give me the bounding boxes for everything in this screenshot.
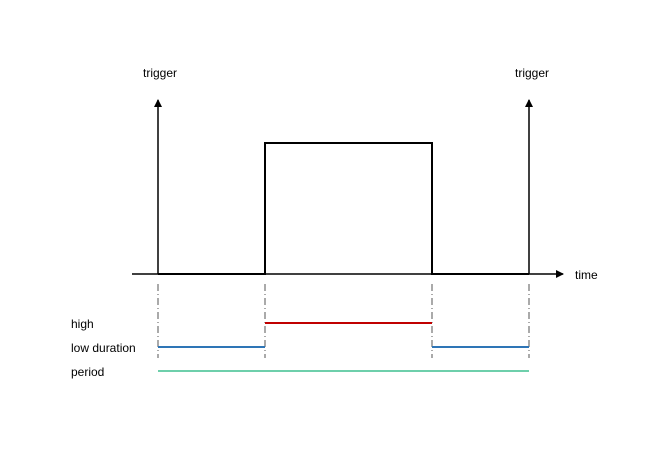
low-duration-label: low duration	[71, 341, 136, 355]
guide-lines	[157, 284, 530, 358]
pulse-waveform	[158, 142, 529, 275]
period-label: period	[71, 365, 104, 379]
trigger-label-left: trigger	[143, 66, 177, 80]
high-label: high	[71, 317, 94, 331]
time-axis-label: time	[575, 268, 598, 282]
trigger-label-right: trigger	[515, 66, 549, 80]
